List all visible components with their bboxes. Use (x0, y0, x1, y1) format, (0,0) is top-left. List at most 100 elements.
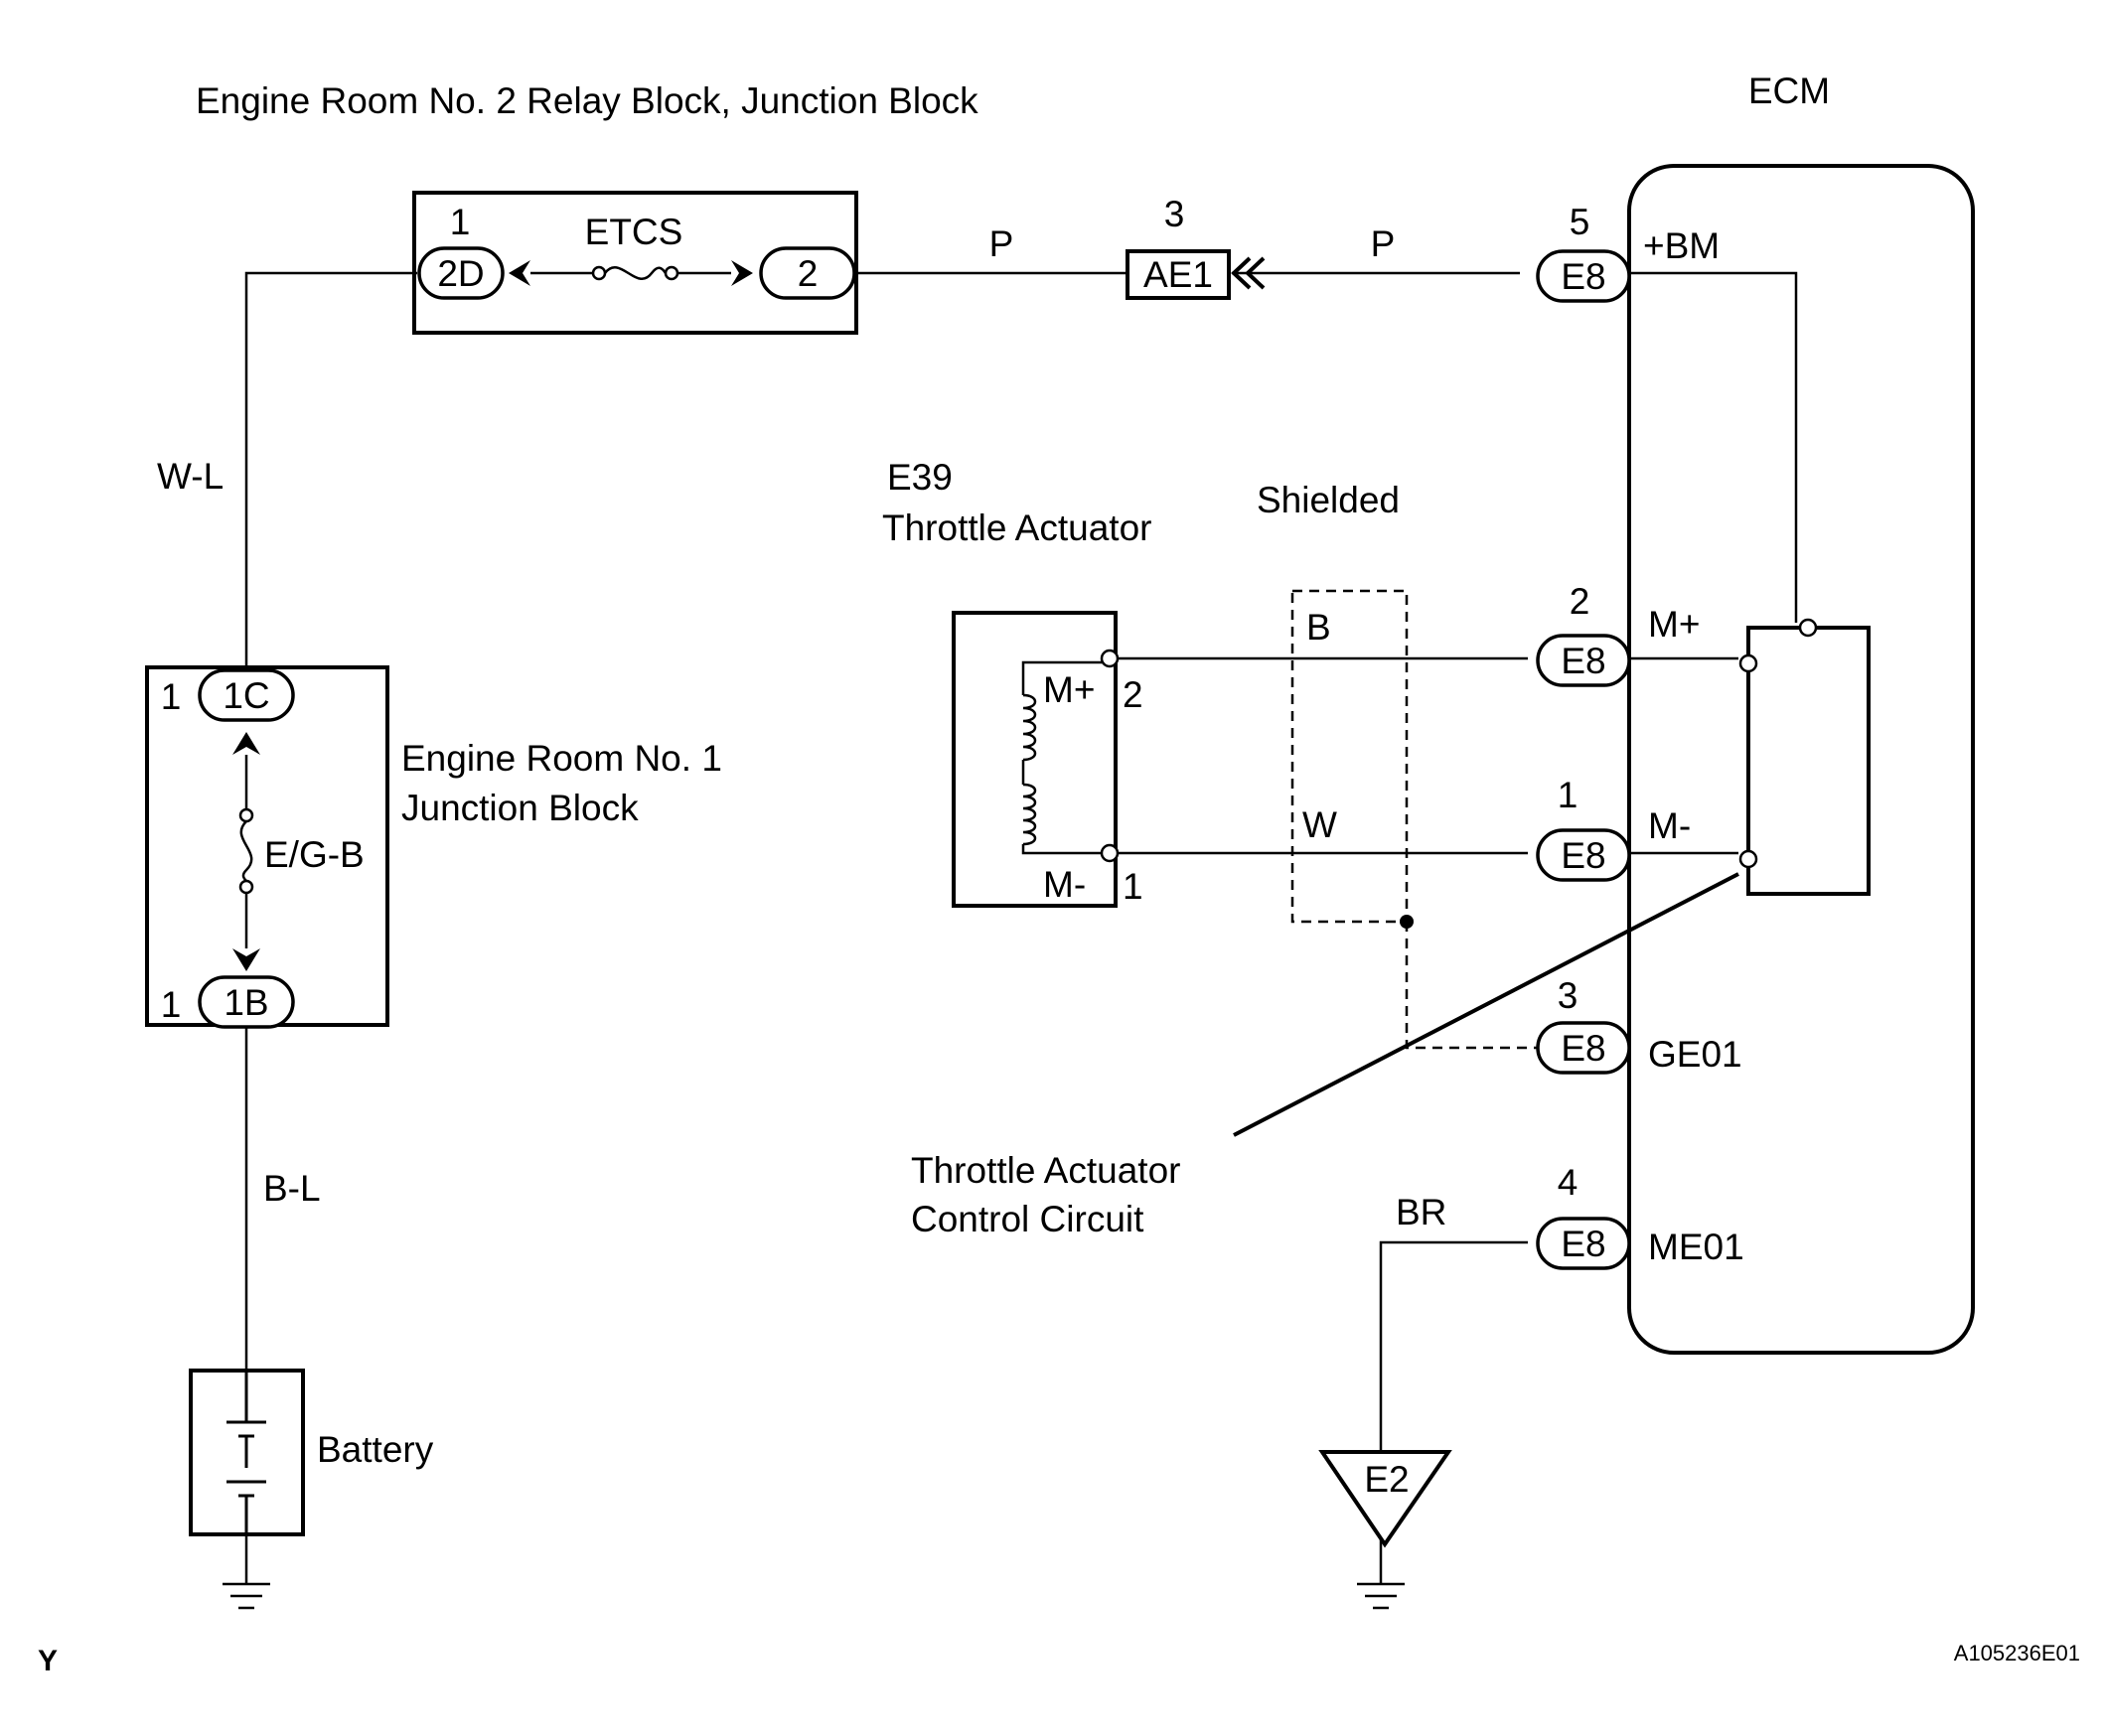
chevron-down-icon (232, 948, 260, 971)
throttle-actuator: E39 Throttle Actuator M+ M- 2 1 (882, 457, 1151, 908)
shield-outline (1290, 589, 1409, 924)
throttle-actuator-id: E39 (887, 457, 953, 498)
ecm-pin-3: 3 (1558, 975, 1578, 1016)
chevron-up-icon (232, 732, 260, 755)
connector-e8-pin5 (1536, 249, 1631, 303)
relay-block-2: Engine Room No. 2 Relay Block, Junction … (196, 80, 978, 335)
relay-block-2-title: Engine Room No. 2 Relay Block, Junction … (196, 80, 978, 121)
ecm-node-m-minus (1738, 849, 1758, 869)
corner-mark: Y (38, 1645, 58, 1677)
connector-2d-label: 2D (437, 253, 484, 294)
junction-block-1-title-line1: Engine Room No. 1 (401, 738, 722, 779)
connector-ae1-label: AE1 (1143, 254, 1213, 295)
motor-coil-icon (1021, 660, 1110, 855)
throttle-actuator-name: Throttle Actuator (882, 507, 1151, 548)
ecm: ECM +BM M+ M- GE01 ME01 5 E8 2 E8 1 E8 3… (1536, 71, 1975, 1355)
ground-triangle-icon (1318, 1450, 1452, 1548)
callout-label-line2: Control Circuit (911, 1199, 1144, 1239)
connector-2d (417, 246, 505, 300)
wire-color-p-right: P (1371, 223, 1396, 264)
ecm-node-bm (1798, 618, 1818, 638)
connector-2-label: 2 (798, 253, 819, 294)
double-chevron-icon (1231, 256, 1266, 290)
chevron-left-icon (509, 260, 530, 286)
fuse-eg-b-terminal-bottom (238, 879, 254, 895)
connector-e8-pin2 (1536, 634, 1631, 687)
throttle-terminal-m-plus: M+ (1043, 669, 1095, 710)
connector-e8-pin4-label: E8 (1561, 1224, 1605, 1264)
ecm-terminal-bm: +BM (1643, 225, 1720, 266)
ground-e2-label: E2 (1364, 1459, 1409, 1500)
wire-color-p-left: P (989, 223, 1014, 264)
ecm-node-m-plus (1738, 653, 1758, 673)
shield-label: Shielded (1257, 480, 1400, 520)
connector-1b-label: 1B (224, 982, 268, 1023)
wire-color-br: BR (1396, 1192, 1446, 1232)
throttle-node-minus (1100, 843, 1120, 863)
relay-block-2-box (412, 191, 858, 335)
wire-color-b: B (1306, 607, 1331, 648)
fuse-etcs-terminal-right (664, 265, 679, 281)
connector-e8-pin5-label: E8 (1561, 256, 1605, 297)
throttle-pin-2: 2 (1123, 674, 1143, 715)
connector-ae1-pin: 3 (1164, 194, 1185, 234)
coil-winding-lower (1022, 783, 1037, 846)
connector-2 (759, 246, 856, 300)
chevron-right-icon (731, 260, 753, 286)
battery-label: Battery (317, 1429, 434, 1470)
connector-e8-pin3-label: E8 (1561, 1028, 1605, 1069)
connector-e8-pin1-label: E8 (1561, 835, 1605, 876)
wire-w-l (244, 271, 417, 695)
relay-block-2-pin-left: 1 (450, 202, 471, 242)
connector-e8-pin4 (1536, 1217, 1631, 1270)
ecm-terminal-m-plus: M+ (1648, 604, 1700, 645)
shield-junction-dot (1400, 915, 1414, 929)
fuse-etcs-terminal-left (591, 265, 607, 281)
fuse-etcs-icon (604, 266, 668, 280)
connector-1b-pin: 1 (161, 984, 182, 1025)
ecm-pin-5: 5 (1570, 202, 1590, 242)
coil-winding-upper (1022, 693, 1037, 762)
callout-label-line1: Throttle Actuator (911, 1150, 1180, 1191)
wire-color-b-l: B-L (263, 1168, 321, 1209)
throttle-actuator-box (952, 611, 1118, 908)
wires (244, 271, 1798, 1584)
figure-code: A105236E01 (1954, 1641, 2080, 1665)
fuse-eg-b-terminal-top (238, 807, 254, 823)
connector-1c-label: 1C (223, 675, 269, 716)
ecm-pin-4: 4 (1558, 1162, 1578, 1203)
junction-block-1: Engine Room No. 1 Junction Block 1 1C E/… (145, 665, 722, 1029)
connector-e8-pin2-label: E8 (1561, 641, 1605, 681)
battery-cell-icon (226, 1371, 266, 1534)
shield: Shielded B W (1257, 480, 1538, 1050)
wire-internal-bm (1617, 271, 1798, 623)
connector-e8-pin1 (1536, 828, 1631, 882)
junction-block-1-title-line2: Junction Block (401, 788, 639, 828)
ecm-terminal-ge01: GE01 (1648, 1034, 1742, 1075)
connector-ae1: P 3 AE1 P (989, 194, 1396, 300)
connector-1b (198, 975, 295, 1029)
ecm-box (1627, 164, 1975, 1355)
ecm-title: ECM (1748, 71, 1830, 111)
ecm-pin-1: 1 (1558, 775, 1578, 815)
throttle-pin-1: 1 (1123, 866, 1143, 907)
wire-br (1379, 1240, 1528, 1455)
ecm-motor-driver-box (1746, 626, 1871, 896)
ground-e2: BR E2 (1318, 1192, 1452, 1610)
ecm-terminal-m-minus: M- (1648, 805, 1691, 846)
battery: Battery (189, 1369, 434, 1610)
fuse-etcs-label: ETCS (585, 212, 683, 252)
callout-line (1233, 872, 1739, 1137)
ground-icon (223, 1582, 270, 1610)
fuse-eg-b-label: E/G-B (264, 834, 365, 875)
ecm-terminal-me01: ME01 (1648, 1227, 1744, 1267)
connector-1c-pin: 1 (161, 676, 182, 717)
wire-color-w: W (1302, 804, 1337, 845)
throttle-node-plus (1100, 649, 1120, 668)
ecm-pin-2: 2 (1570, 581, 1590, 622)
shield-drain-wire (1405, 922, 1538, 1050)
fuse-eg-b-icon (239, 820, 253, 882)
wire-color-w-l: W-L (157, 456, 224, 497)
connector-1c (198, 668, 295, 722)
